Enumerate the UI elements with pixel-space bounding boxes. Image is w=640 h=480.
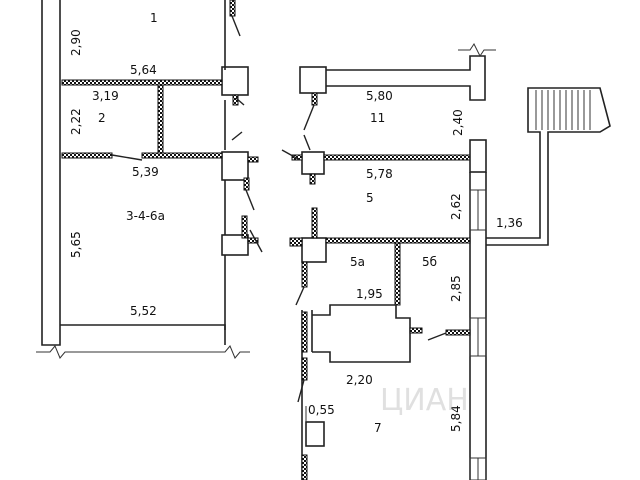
dim-2-85: 2,85	[449, 275, 463, 302]
door-leaf-1	[231, 15, 241, 37]
partition-wall-2-vertical	[157, 84, 164, 156]
room-label-5b: 5б	[422, 255, 437, 269]
hatch-wall-5b-bottom	[445, 329, 471, 336]
hatch-pillar2-bottom	[309, 173, 316, 185]
door-leaf-room5	[281, 149, 301, 161]
dim-2-22: 2,22	[69, 108, 83, 135]
room-11-top-wall	[326, 55, 486, 101]
hatch-corridor-right-3	[301, 454, 308, 480]
door-leaf-4	[245, 189, 255, 211]
room-label-2: 2	[98, 111, 106, 125]
dim-5-80: 5,80	[366, 89, 393, 103]
entrance-porch	[486, 87, 611, 246]
dim-2-40: 2,40	[451, 109, 465, 136]
pillar-left-2	[221, 151, 249, 181]
partition-wall-5-5a	[325, 237, 471, 244]
partition-wall-11-5	[323, 154, 471, 161]
door-leaf-room7-top	[297, 379, 305, 403]
hatch-pillar3-left	[289, 237, 303, 247]
stairs	[535, 90, 591, 130]
room-label-5a: 5а	[350, 255, 365, 269]
dim-5-39: 5,39	[132, 165, 159, 179]
pillar-left-1	[221, 66, 249, 96]
dim-5-78: 5,78	[366, 167, 393, 181]
partition-wall-1-2	[61, 79, 223, 86]
pillar-right-2	[301, 151, 325, 175]
door-leaf-room11	[303, 104, 315, 131]
partition-wall-5a-5b	[394, 242, 401, 306]
dim-2-20: 2,20	[346, 373, 373, 387]
hatch-corridor-right-2	[301, 357, 308, 381]
dim-1-95: 1,95	[356, 287, 383, 301]
pillar-right-wall-end-2	[469, 139, 487, 173]
hatch-bathroom-right	[409, 327, 423, 334]
room-label-5: 5	[366, 191, 374, 205]
hatch-stub-pillar3	[241, 215, 248, 239]
hatch-stub-pillar2b	[243, 177, 250, 191]
hatch-stub-pillar3b	[247, 237, 259, 244]
dim-3-19: 3,19	[92, 89, 119, 103]
dim-5-65: 5,65	[69, 231, 83, 258]
room-label-7: 7	[374, 421, 382, 435]
pillar-right-1	[299, 66, 327, 94]
pillar-left-3	[221, 234, 249, 256]
left-outer-wall	[41, 0, 61, 346]
room-label-1: 1	[150, 11, 158, 25]
room-label-11: 11	[370, 111, 385, 125]
hatch-pillar3-top	[311, 207, 318, 239]
dim-5-52: 5,52	[130, 304, 157, 318]
door-leaf-room5b	[303, 134, 311, 151]
partition-wall-2-3-left	[61, 152, 113, 159]
hatch-pillar2-left	[291, 154, 303, 161]
door-leaf-2	[111, 154, 143, 161]
partition-wall-2-3-right	[141, 152, 223, 159]
door-leaf-5b	[427, 332, 447, 341]
left-bottom-wall	[60, 324, 226, 345]
pillar-right-3	[301, 237, 327, 263]
door-leaf-5	[249, 229, 263, 253]
left-bottom-break-line	[36, 345, 250, 359]
hatch-room11-left	[311, 92, 318, 106]
dim-2-62: 2,62	[449, 193, 463, 220]
closet-0-55	[305, 421, 325, 447]
hatch-corridor-right-1	[301, 311, 308, 353]
dim-5-84: 5,84	[449, 405, 463, 432]
hatch-top-stub-1	[229, 0, 236, 17]
hatch-stub-pillar2	[247, 156, 259, 163]
door-leaf-6	[231, 131, 243, 141]
door-leaf-room5a	[295, 286, 305, 306]
top-right-break-line	[458, 43, 496, 57]
dim-0-55: 0,55	[308, 403, 335, 417]
watermark-logo: ЦИАН	[380, 383, 469, 418]
room-label-3-4-6a: 3-4-6а	[126, 209, 165, 223]
dim-1-36: 1,36	[496, 216, 523, 230]
dim-5-64: 5,64	[130, 63, 157, 77]
bathroom-outline	[312, 304, 411, 363]
hatch-pillar3-bottom	[301, 261, 308, 288]
dim-2-90: 2,90	[69, 29, 83, 56]
door-leaf-3	[235, 97, 245, 106]
